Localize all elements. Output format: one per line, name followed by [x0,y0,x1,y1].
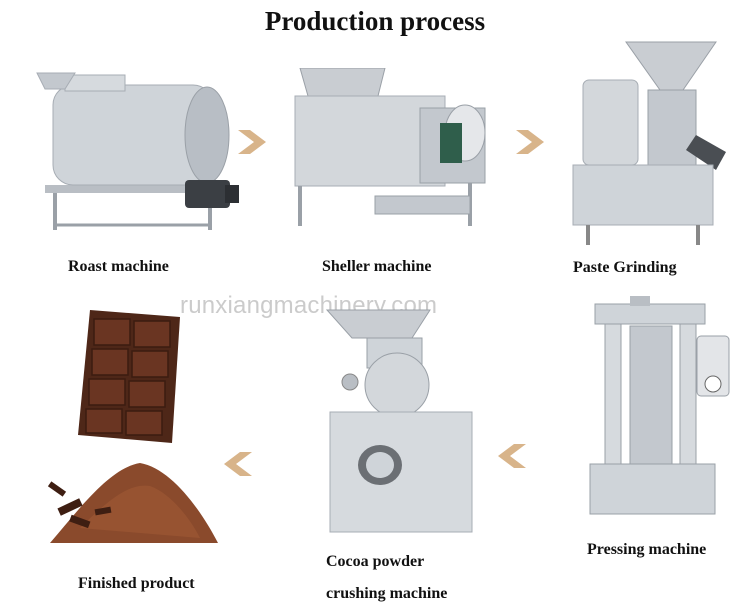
roaster-machine-image [36,72,239,230]
step-label-finished: Finished product [78,575,195,592]
step-label-roast: Roast machine [68,258,169,275]
page-title: Production process [264,6,486,36]
arrow-right-icon [516,130,544,154]
step-label-crusher-line2: crushing machine [326,585,448,602]
step-label-pressing: Pressing machine [587,541,707,558]
sheller-machine-image [294,68,486,226]
chocolate-bar-image [78,310,180,443]
arrow-left-icon [224,452,252,476]
step-label-crusher-line1: Cocoa powder [326,553,425,570]
arrow-right-icon [238,130,266,154]
paste-grinder-image [572,41,726,245]
step-label-paste: Paste Grinding [573,259,677,276]
arrow-left-icon [498,444,526,468]
cocoa-powder-image [47,463,218,543]
hydraulic-press-image [589,296,730,515]
powder-crusher-image [325,309,473,533]
step-label-sheller: Sheller machine [322,258,432,275]
